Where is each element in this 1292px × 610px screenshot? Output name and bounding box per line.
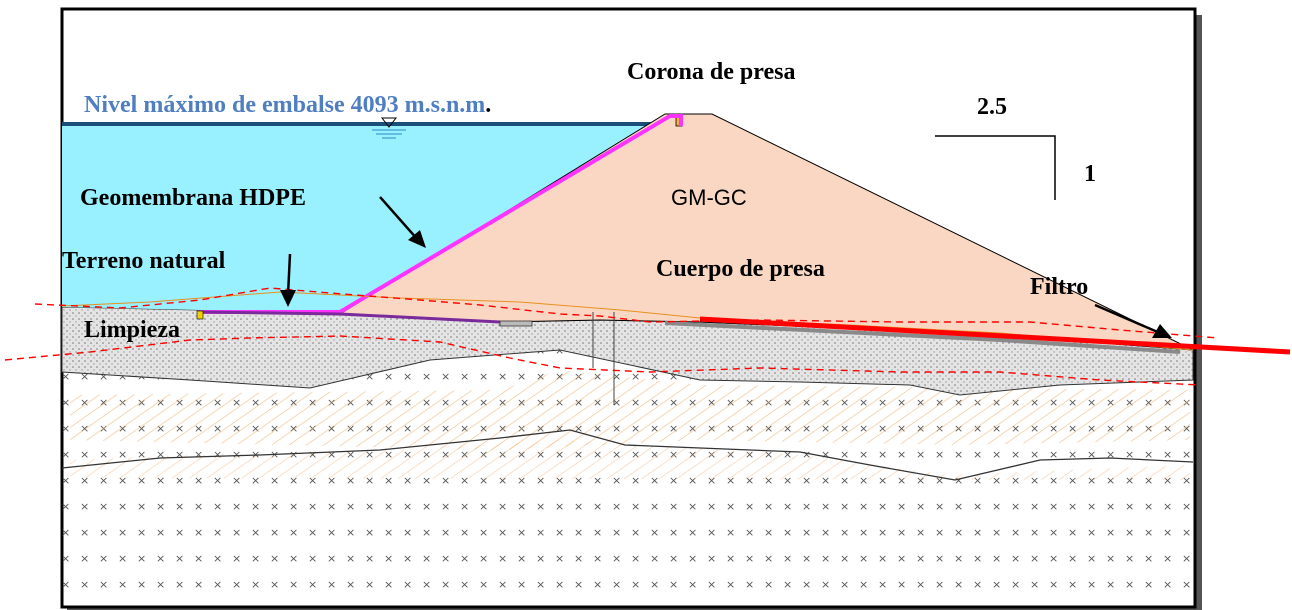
bedrock-interface-line [61, 429, 1194, 481]
natural-ground-arrow [280, 253, 296, 307]
base-plate [499, 320, 533, 327]
slope-vertical-label: 1 [1084, 161, 1096, 187]
filter-arrow [1094, 303, 1172, 338]
geomembrane-anchor [196, 310, 204, 320]
bedrock-hatch-lower [70, 440, 1190, 480]
dashed-line-lower [4, 335, 1201, 386]
dam-body-label: Cuerpo de presa [656, 256, 825, 282]
crest-label: Corona de presa [627, 59, 795, 85]
drain-base-strip [664, 321, 1181, 354]
bedrock-hatch-upper [70, 370, 1190, 450]
dashed-line-upper [34, 287, 1219, 339]
geomembrane-label: Geomembrana HDPE [80, 185, 306, 211]
geomembrane-base [199, 310, 501, 324]
geomembrane-arrow [379, 196, 426, 248]
max-level-label: Nivel máximo de embalse 4093 m.s.n.m. [84, 92, 491, 118]
reservoir-water [62, 124, 660, 314]
filter-label: Filtro [1030, 274, 1088, 300]
triangle-water-level-icon [372, 117, 406, 139]
filter-drain-line [699, 316, 1291, 355]
cleaning-label: Limpieza [84, 317, 180, 343]
material-label: GM-GC [671, 185, 747, 210]
slope-horizontal-label: 2.5 [977, 94, 1007, 120]
natural-ground-label: Terreno natural [62, 248, 226, 274]
slope-indicator [935, 135, 1056, 200]
